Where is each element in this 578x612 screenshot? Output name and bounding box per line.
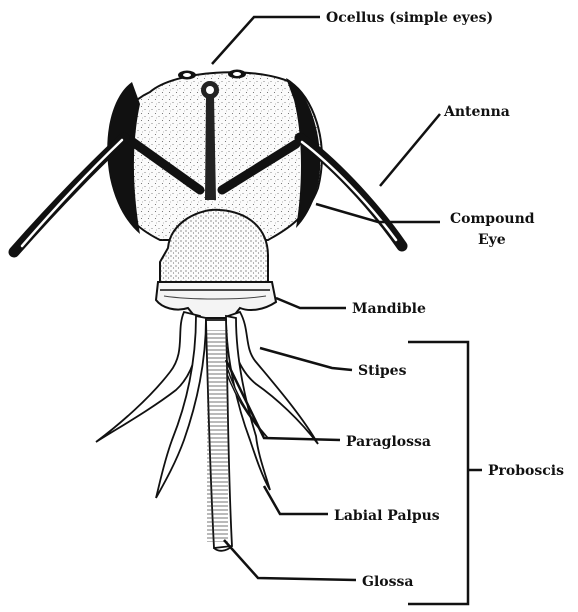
label-labial-palpus: Labial Palpus [334, 508, 440, 524]
label-antenna: Antenna [443, 104, 510, 120]
leader-ocellus [212, 17, 320, 64]
mandible-region [156, 282, 276, 318]
label-proboscis: Proboscis [488, 463, 564, 479]
leader-labial-palpus [264, 486, 328, 514]
label-glossa: Glossa [362, 574, 413, 590]
label-compound-eye-line1: Compound [450, 211, 535, 227]
leader-stipes [260, 348, 352, 370]
label-paraglossa: Paraglossa [346, 434, 431, 450]
label-ocellus: Ocellus (simple eyes) [326, 10, 493, 26]
leader-antenna [380, 114, 440, 186]
label-compound-eye-line2: Eye [478, 232, 506, 248]
leader-mandible [276, 298, 346, 308]
bee-head [14, 70, 402, 319]
label-stipes: Stipes [358, 363, 407, 379]
proboscis-bracket [408, 342, 468, 604]
label-mandible: Mandible [352, 301, 426, 317]
leader-glossa [224, 540, 356, 580]
